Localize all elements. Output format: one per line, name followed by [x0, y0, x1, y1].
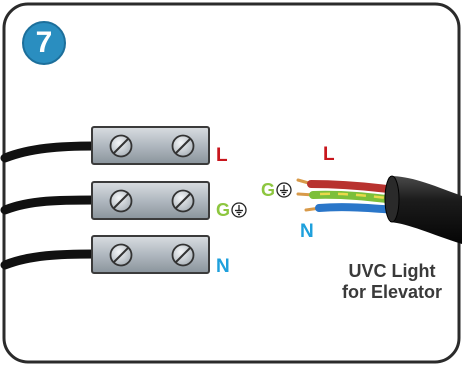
- left-wire-g: [0, 195, 100, 215]
- screw-icon: [109, 243, 133, 267]
- cable-label-n: N: [300, 221, 314, 242]
- terminal-label-g: G: [216, 201, 247, 219]
- cable-g-letter: G: [261, 180, 276, 200]
- ground-icon: [231, 202, 247, 218]
- terminal-label-l: L: [216, 145, 228, 166]
- cable-label-g: G: [261, 181, 292, 199]
- screw-icon: [171, 243, 195, 267]
- cable-wire-n: [315, 203, 399, 214]
- step-badge: 7: [22, 21, 66, 65]
- terminal-label-n: N: [216, 256, 230, 277]
- caption-line-2: for Elevator: [341, 282, 443, 302]
- caption-line-1: UVC Light: [348, 261, 436, 281]
- screw-icon: [109, 134, 133, 158]
- screw-icon: [109, 189, 133, 213]
- cable-label-l: L: [323, 144, 335, 165]
- screw-icon: [171, 189, 195, 213]
- terminal-g-letter: G: [216, 200, 231, 220]
- terminal-block-l: [91, 126, 210, 165]
- terminal-block-n: [91, 235, 210, 274]
- left-wire-n: [0, 249, 100, 270]
- step-number: 7: [35, 26, 53, 59]
- ground-icon: [276, 182, 292, 198]
- terminal-block-g: [91, 181, 210, 220]
- uvc-light-cable: [296, 175, 462, 244]
- left-wire-l: [0, 141, 100, 163]
- screw-icon: [171, 134, 195, 158]
- device-caption: UVC Light for Elevator: [322, 261, 462, 303]
